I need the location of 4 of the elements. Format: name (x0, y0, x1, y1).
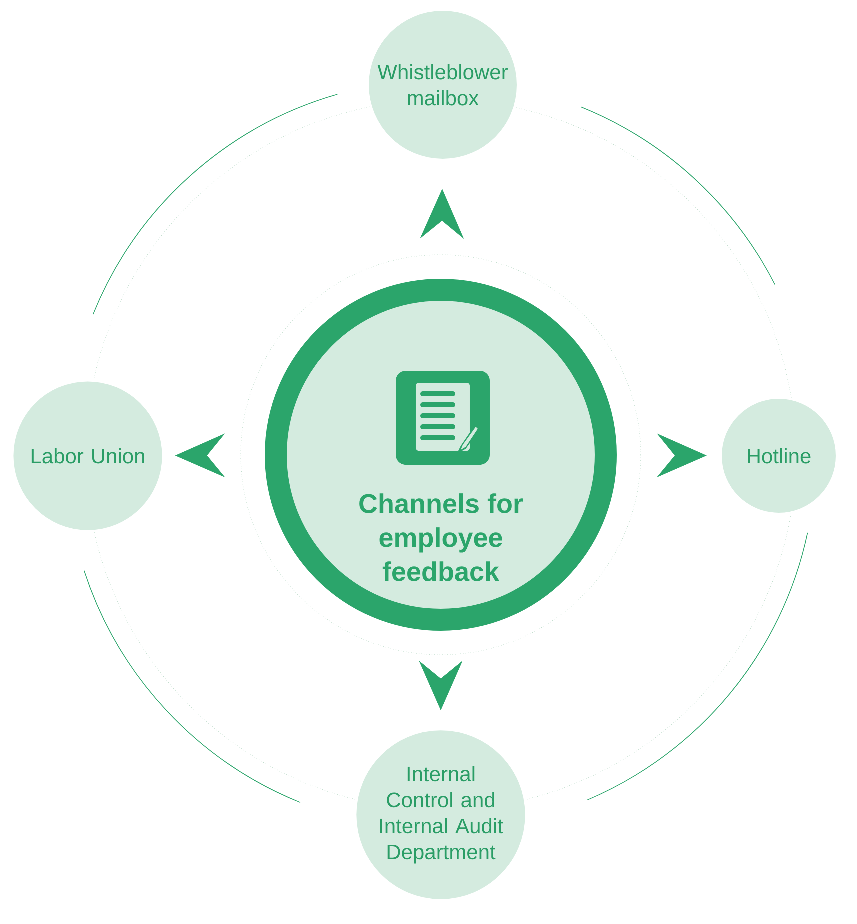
arrow (420, 189, 464, 239)
arrow (176, 434, 225, 478)
arrow (658, 434, 707, 478)
arrow (419, 661, 463, 710)
